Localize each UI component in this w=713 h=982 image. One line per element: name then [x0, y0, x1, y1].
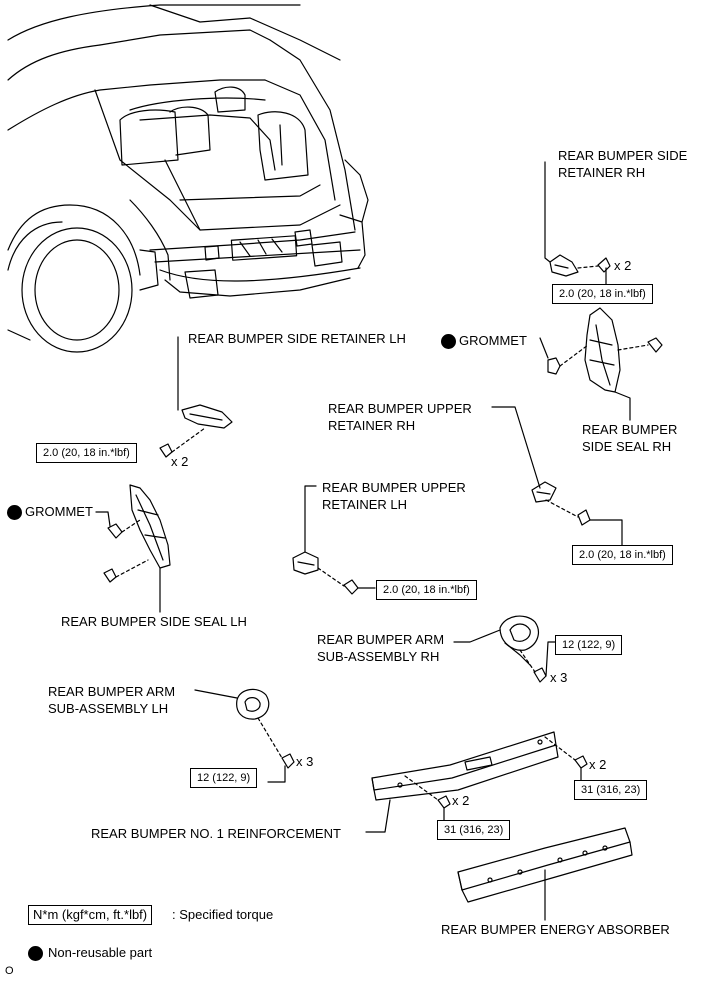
torque-side-retainer-rh: 2.0 (20, 18 in.*lbf) [552, 284, 653, 304]
label-upper-retainer-lh-line1: REAR BUMPER UPPER [322, 480, 466, 495]
label-side-seal-rh-line1: REAR BUMPER [582, 422, 678, 437]
label-arm-rh-line2: SUB-ASSEMBLY RH [317, 649, 440, 664]
label-grommet-lh: GROMMET [25, 504, 93, 519]
non-reusable-marker-lh [7, 505, 22, 520]
torque-upper-retainer-rh: 2.0 (20, 18 in.*lbf) [572, 545, 673, 565]
legend-non-reusable-text: Non-reusable part [48, 945, 153, 960]
side-seal-lh-part [95, 484, 171, 613]
label-upper-retainer-rh-line2: RETAINER RH [328, 418, 416, 433]
torque-side-retainer-lh: 2.0 (20, 18 in.*lbf) [36, 443, 137, 463]
side-retainer-lh-part [159, 336, 233, 458]
label-upper-retainer-lh-line2: RETAINER LH [322, 497, 407, 512]
label-side-retainer-lh: REAR BUMPER SIDE RETAINER LH [188, 331, 406, 346]
label-side-retainer-rh-line1: REAR BUMPER SIDE [558, 148, 688, 163]
qty-side-retainer-rh: x 2 [614, 258, 632, 273]
arm-lh-part [194, 688, 295, 783]
qty-side-retainer-lh: x 2 [171, 454, 189, 469]
label-side-retainer-rh-line2: RETAINER RH [558, 165, 646, 180]
torque-reinforcement-right: 31 (316, 23) [574, 780, 648, 800]
label-arm-rh-line1: REAR BUMPER ARM [317, 632, 445, 647]
energy-absorber-part [457, 827, 633, 921]
non-reusable-marker-rh [441, 334, 456, 349]
qty-arm-lh: x 3 [296, 754, 314, 769]
figure-code: O [5, 965, 14, 977]
legend-torque-units: N*m (kgf*cm, ft.*lbf) [28, 905, 153, 925]
torque-reinforcement-left: 31 (316, 23) [437, 820, 511, 840]
legend-torque-desc: : Specified torque [172, 907, 274, 922]
side-seal-rh-part [539, 307, 663, 421]
label-reinforcement: REAR BUMPER NO. 1 REINFORCEMENT [91, 826, 341, 841]
arm-rh-part [453, 615, 556, 683]
label-arm-lh-line2: SUB-ASSEMBLY LH [48, 701, 169, 716]
torque-upper-retainer-lh: 2.0 (20, 18 in.*lbf) [376, 580, 477, 600]
vehicle-rear-illustration [7, 4, 369, 353]
label-energy-absorber: REAR BUMPER ENERGY ABSORBER [441, 922, 670, 937]
legend-non-reusable-marker [28, 946, 43, 961]
qty-arm-rh: x 3 [550, 670, 568, 685]
label-upper-retainer-rh-line1: REAR BUMPER UPPER [328, 401, 472, 416]
torque-arm-rh: 12 (122, 9) [555, 635, 623, 655]
qty-reinforcement-right: x 2 [589, 757, 607, 772]
upper-retainer-lh-part [292, 485, 376, 595]
reinforcement-part [365, 731, 588, 833]
label-grommet-rh: GROMMET [459, 333, 527, 348]
torque-arm-lh: 12 (122, 9) [190, 768, 258, 788]
label-side-seal-lh: REAR BUMPER SIDE SEAL LH [61, 614, 247, 629]
upper-retainer-rh-part [491, 406, 623, 546]
label-side-seal-rh-line2: SIDE SEAL RH [582, 439, 672, 454]
label-arm-lh-line1: REAR BUMPER ARM [48, 684, 176, 699]
qty-reinforcement-left: x 2 [452, 793, 470, 808]
side-retainer-rh-part [544, 161, 611, 285]
